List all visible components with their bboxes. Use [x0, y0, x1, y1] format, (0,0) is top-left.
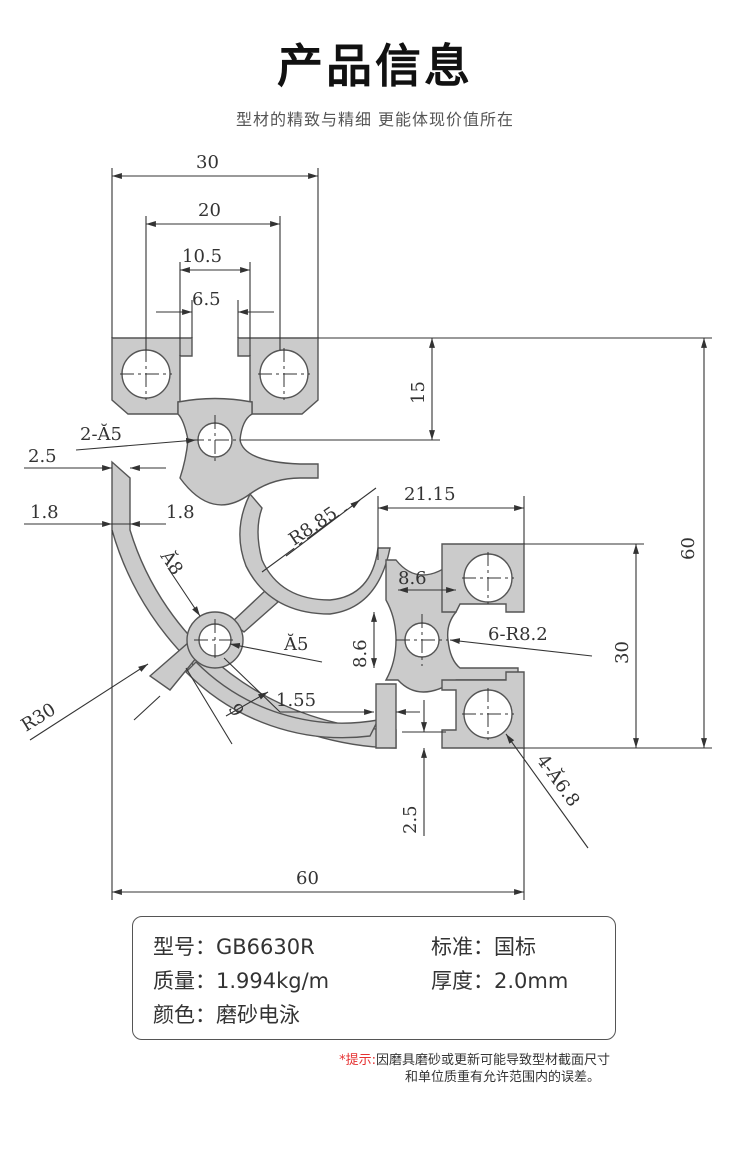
- spec-color-label: 颜色：: [153, 1003, 216, 1027]
- spec-thickness: 厚度：2.0mm: [431, 965, 568, 995]
- spec-model-value: GB6630R: [216, 935, 315, 959]
- spec-model-label: 型号：: [153, 935, 216, 959]
- spec-thickness-label: 厚度：: [431, 969, 494, 993]
- center-lines: [120, 348, 514, 740]
- dim-w-8-6: 8.6: [398, 568, 427, 589]
- dim-center-a8: Ă8: [155, 545, 188, 579]
- dim-left-1-8: 1.8: [30, 502, 59, 523]
- disclaimer-note: *提示:因磨具磨砂或更新可能导致型材截面尺寸 和单位质重有允许范围内的误差。: [200, 1052, 610, 1086]
- note-prefix: *提示:: [339, 1053, 376, 1068]
- note-text-1: 因磨具磨砂或更新可能导致型材截面尺寸: [375, 1053, 610, 1068]
- dim-bottom-60: 60: [296, 868, 319, 889]
- dim-top-10-5: 10.5: [182, 246, 222, 267]
- note-line-2: 和单位质重有允许范围内的误差。: [200, 1069, 610, 1086]
- profile-drawing: 30 20 10.5 6.5 15 60 30 2.5 1.8 1.8 2-Ă5…: [18, 152, 712, 900]
- dim-top-20: 20: [198, 200, 221, 221]
- note-text-2: 和单位质重有允许范围内的误差。: [404, 1070, 600, 1085]
- spec-color-value: 磨砂电泳: [216, 1003, 300, 1027]
- dim-right-60: 60: [678, 537, 699, 560]
- dim-4-a6-8: 4-Ă6.8: [532, 749, 585, 810]
- spec-standard-label: 标准：: [431, 935, 494, 959]
- spec-model: 型号：GB6630R: [153, 931, 315, 961]
- spec-box: 型号：GB6630R 标准：国标 质量：1.994kg/m 厚度：2.0mm 颜…: [132, 916, 616, 1040]
- page-title: 产品信息: [277, 39, 473, 93]
- dim-top-30: 30: [196, 152, 219, 173]
- dim-center-a5: Ă5: [283, 632, 308, 655]
- dimension-lines: [24, 168, 712, 900]
- dim-hole-2-a5: 2-Ă5: [80, 422, 122, 445]
- dim-1-55: 1.55: [276, 690, 316, 711]
- dim-top-6-5: 6.5: [192, 289, 221, 310]
- page-subtitle: 型材的精致与精细 更能体现价值所在: [235, 110, 515, 129]
- note-line-1: *提示:因磨具磨砂或更新可能导致型材截面尺寸: [200, 1052, 610, 1069]
- dim-6-r8-2: 6-R8.2: [488, 624, 548, 645]
- dim-inner-1-8: 1.8: [166, 502, 195, 523]
- dim-h-8-6: 8.6: [350, 639, 371, 668]
- spec-standard-value: 国标: [494, 935, 536, 959]
- spec-thickness-value: 2.0mm: [494, 969, 569, 993]
- dim-right-30: 30: [612, 641, 633, 664]
- dim-left-2-5: 2.5: [28, 446, 57, 467]
- spec-color: 颜色：磨砂电泳: [153, 999, 300, 1029]
- dim-right-15: 15: [408, 381, 429, 404]
- dim-21-15: 21.15: [404, 484, 456, 505]
- bottom-foot: [375, 683, 397, 749]
- slot-arc: [239, 492, 391, 615]
- dim-r8-85: R8.85: [285, 503, 341, 550]
- aluminum-profile: [111, 337, 525, 749]
- dim-r30: R30: [18, 699, 60, 736]
- spec-weight-value: 1.994kg/m: [216, 969, 330, 993]
- spec-weight-label: 质量：: [153, 969, 216, 993]
- spec-weight: 质量：1.994kg/m: [153, 965, 329, 995]
- spec-standard: 标准：国标: [431, 931, 536, 961]
- dim-bottom-2-5: 2.5: [400, 805, 421, 834]
